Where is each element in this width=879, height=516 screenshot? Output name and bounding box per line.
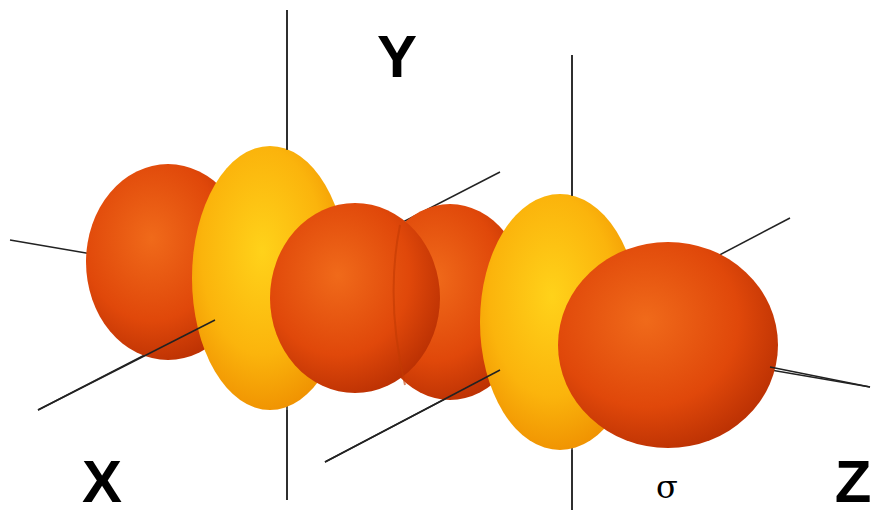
x-axis	[38, 320, 215, 410]
bond-symbol: σ	[656, 471, 678, 503]
lobe-edge	[394, 225, 405, 385]
y-axis	[286, 410, 288, 500]
z-axis	[770, 367, 870, 387]
x-axis	[325, 370, 500, 462]
y-axis	[286, 10, 288, 150]
y-axis	[571, 450, 573, 510]
orbital-lobe	[270, 203, 440, 393]
axis-label: Z	[835, 452, 872, 512]
axis-label: X	[82, 452, 122, 512]
y-axis	[571, 55, 573, 196]
axis-label: Y	[377, 27, 417, 87]
orbital-lobe	[558, 242, 778, 448]
